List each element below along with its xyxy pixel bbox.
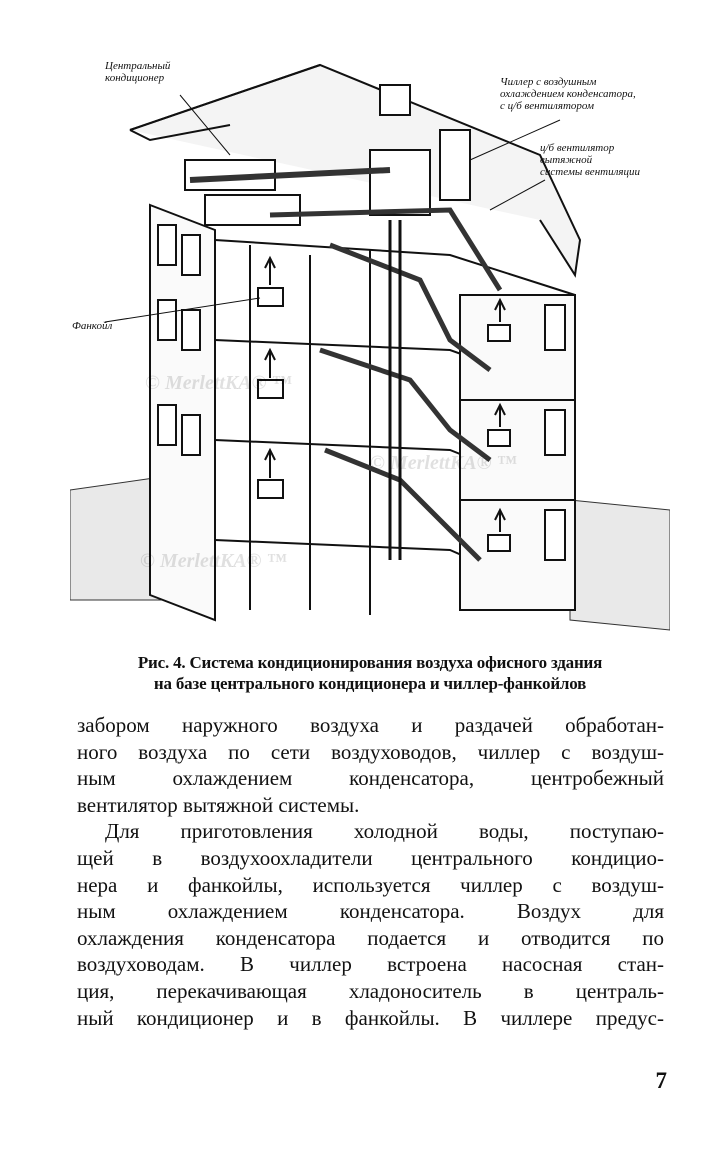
text-line: забором наружного воздуха и раздачей обр… — [77, 713, 664, 737]
text-line: ного воздуха по сети воздуховодов, чилле… — [77, 739, 664, 764]
figure-caption: Рис. 4. Система кондиционирования воздух… — [80, 652, 660, 694]
building-cutaway-drawing — [70, 63, 670, 631]
text-line: охлаждения конденсатора подается и отвод… — [77, 925, 664, 950]
paragraph: Для приготовления холодной воды, поступа… — [77, 818, 664, 1031]
text-line: ным охлаждением конденсатора. Воздух для — [77, 899, 664, 924]
building-hvac-figure: Центральный кондиционер Чиллер с воздушн… — [70, 40, 670, 645]
watermark: © MerlettKA® ™ — [140, 550, 287, 572]
text-line: воздуховодам. В чиллер встроена насосная… — [77, 952, 664, 977]
page-number: 7 — [655, 1068, 668, 1093]
callout-chiller: Чиллер с воздушным охлаждением конденсат… — [500, 76, 636, 112]
caption-line: на базе центрального кондиционера и чилл… — [153, 674, 587, 693]
watermark: © MerlettKA® ™ — [370, 452, 517, 474]
text-line: щей в воздухоохладители центрального кон… — [77, 845, 664, 870]
text-line: нера и фанкойлы, используется чиллер с в… — [77, 872, 664, 897]
paragraph: забором наружного воздуха и раздачей обр… — [77, 712, 664, 818]
text-line: ным охлаждением конденсатора, центробежн… — [77, 766, 664, 791]
callout-central-conditioner: Центральный кондиционер — [105, 60, 171, 84]
callout-exhaust-fan: ц/б вентилятор вытяжной системы вентиляц… — [540, 142, 641, 178]
text-line: вентилятор вытяжной системы. — [77, 792, 360, 817]
caption-line: Рис. 4. Система кондиционирования воздух… — [137, 653, 603, 672]
text-line: ция, перекачивающая хладоноситель в цент… — [77, 978, 664, 1003]
watermark: © MerlettKA® ™ — [145, 372, 292, 394]
text-line: ный кондиционер и в фанкойлы. В чиллере … — [77, 1005, 664, 1030]
callout-fancoil: Фанкойл — [72, 320, 113, 332]
text-line: Для приготовления холодной воды, поступа… — [105, 819, 664, 844]
body-text: забором наружного воздуха и раздачей обр… — [77, 712, 664, 1031]
